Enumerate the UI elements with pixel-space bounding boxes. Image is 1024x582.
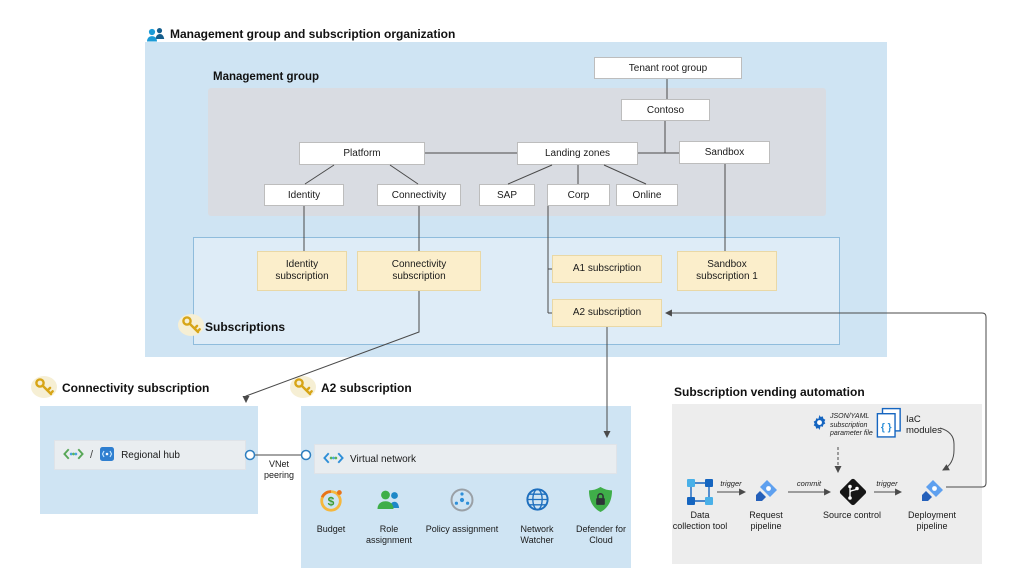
node-identity: Identity: [264, 184, 344, 206]
a1-subscription-box: A1 subscription: [552, 255, 662, 283]
source-control-icon: [838, 477, 868, 507]
node-platform: Platform: [299, 142, 425, 165]
a2-key-icon: [289, 373, 317, 401]
deployment-pipeline-icon: [919, 478, 945, 504]
budget-icon: $: [318, 487, 344, 513]
network-watcher-icon: [524, 486, 551, 513]
step-label-data-collection-tool: Data collection tool: [672, 510, 728, 531]
service-label-role-assignment: Role assignment: [365, 524, 413, 545]
management-group-label: Management group: [213, 71, 320, 83]
subscriptions-key-icon: [177, 311, 205, 339]
edge-label-trigger-2: trigger: [876, 479, 898, 488]
virtual-network-label: Virtual network: [350, 453, 416, 465]
role-assignment-icon: [376, 487, 402, 513]
node-corp: Corp: [547, 184, 610, 206]
step-label-source-control: Source control: [822, 510, 882, 520]
people-icon: [146, 26, 166, 43]
a2-subscription-box: A2 subscription: [552, 299, 662, 327]
a2-section-title: A2 subscription: [321, 381, 412, 395]
gear-icon: [812, 415, 827, 430]
regional-hub-item: / Regional hub: [54, 440, 246, 470]
hub-network-icon: [99, 446, 115, 465]
node-landing-zones: Landing zones: [517, 142, 638, 165]
connectivity-key-icon: [30, 373, 58, 401]
node-contoso: Contoso: [621, 99, 710, 121]
iac-modules-label: IaC modules: [906, 414, 942, 436]
edge-label-trigger-1: trigger: [720, 479, 742, 488]
separator-slash: /: [90, 449, 94, 461]
parameter-file-label: JSON/YAML subscription parameter file: [830, 413, 873, 437]
a2-subscription-region: [301, 406, 631, 568]
edge-label-commit: commit: [796, 479, 822, 488]
connectivity-section-title: Connectivity subscription: [62, 381, 210, 395]
step-label-request-pipeline: Request pipeline: [749, 510, 783, 531]
connectivity-subscription-box: Connectivity subscription: [357, 251, 481, 291]
service-label-network-watcher: Network Watcher: [520, 524, 554, 545]
service-label-defender-for-cloud: Defender for Cloud: [575, 524, 627, 545]
svg-text:$: $: [328, 495, 335, 509]
regional-hub-label: Regional hub: [121, 449, 180, 461]
policy-assignment-icon: [449, 487, 475, 513]
sandbox-subscription-box: Sandbox subscription 1: [677, 251, 777, 291]
virtual-network-item: Virtual network: [314, 444, 617, 474]
request-pipeline-icon: [753, 478, 779, 504]
virtual-wan-icon: [63, 447, 84, 464]
vending-title: Subscription vending automation: [674, 385, 865, 399]
node-tenant-root-group: Tenant root group: [594, 57, 742, 79]
node-online: Online: [616, 184, 678, 206]
node-sap: SAP: [479, 184, 535, 206]
step-label-deployment-pipeline: Deployment pipeline: [907, 510, 957, 531]
defender-for-cloud-icon: [588, 486, 613, 513]
service-label-budget: Budget: [316, 524, 346, 534]
virtual-network-icon: [323, 451, 344, 468]
node-connectivity: Connectivity: [377, 184, 461, 206]
service-label-policy-assignment: Policy assignment: [425, 524, 499, 534]
subscriptions-label: Subscriptions: [205, 320, 286, 334]
identity-subscription-box: Identity subscription: [257, 251, 347, 291]
node-sandbox: Sandbox: [679, 141, 770, 164]
vnet-peering-label: VNet peering: [263, 459, 295, 480]
diagram-title: Management group and subscription organi…: [170, 27, 456, 41]
